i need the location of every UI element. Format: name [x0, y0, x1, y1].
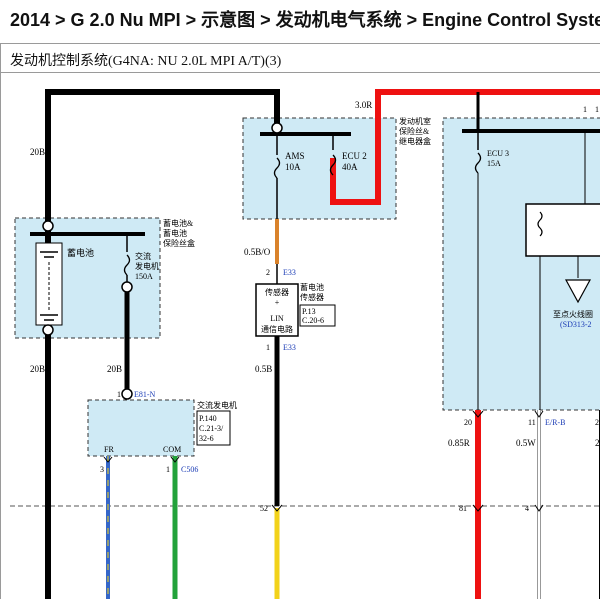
- sensor-box-line-1: 传感器: [265, 287, 289, 297]
- splice-4: 4: [525, 504, 529, 513]
- label-wire-085r: 0.85R: [448, 438, 470, 448]
- engine-fuse-box-name-2: 保险丝&: [399, 126, 430, 136]
- label-wire-05bo: 0.5B/O: [244, 247, 271, 257]
- alternator-connector: E81-N: [134, 390, 156, 399]
- battery-sensor-box: [255, 283, 299, 337]
- right-pin-20: 20: [464, 418, 472, 427]
- label-wire-20b-alt: 20B: [107, 364, 122, 374]
- right-pin-2: 2: [595, 418, 599, 427]
- fuse-ecu2-rating: 40A: [342, 162, 358, 172]
- ignition-coil-label-2: (SD313-2: [560, 320, 592, 329]
- alternator-ref-box: [196, 410, 231, 446]
- ignition-coil-arrow-icon: [564, 279, 592, 304]
- fuse-ecu2-name: ECU 2: [342, 151, 367, 161]
- alternator-com-label: COM: [163, 445, 181, 454]
- terminal-engine-top: [271, 122, 283, 134]
- wire-20b-main: [45, 89, 280, 599]
- sensor-pin-top: 2: [266, 268, 270, 277]
- alternator-ref-3: 32-6: [199, 434, 214, 443]
- label-wire-20b-mid: 20B: [30, 364, 45, 374]
- label-wire-05w: 0.5W: [516, 438, 536, 448]
- fuse-alternator-name-2: 发电机: [135, 261, 159, 271]
- relay-box: [525, 203, 600, 257]
- splice-81: 81: [459, 504, 467, 513]
- sensor-box-line-2: +: [275, 298, 280, 307]
- right-module-box: [442, 117, 600, 411]
- battery-fuse-box-name-1: 蓄电池&: [163, 218, 194, 228]
- alternator-pin-com: 1: [166, 465, 170, 474]
- alternator-name: 交流发电机: [197, 400, 237, 410]
- fuse-ecu2-symbol: [329, 154, 337, 176]
- sensor-pin-bottom: 1: [266, 343, 270, 352]
- label-wire-20b-top: 20B: [30, 147, 45, 157]
- alternator-ref-1: P.140: [199, 414, 217, 423]
- label-wire-05b: 0.5B: [255, 364, 272, 374]
- breadcrumb: 2014 > G 2.0 Nu MPI > 示意图 > 发动机电气系统 > En…: [10, 10, 600, 30]
- alternator-fr-label: FR: [104, 445, 114, 454]
- alternator-pin: 1: [117, 390, 121, 399]
- sensor-name-1: 蓄电池: [300, 282, 324, 292]
- sensor-box-line-3: LIN: [270, 314, 284, 323]
- title-divider: [0, 72, 600, 73]
- diagram-title: 发动机控制系统(G4NA: NU 2.0L MPI A/T)(3): [10, 54, 282, 69]
- fuse-ecu3-name: ECU 3: [487, 149, 509, 158]
- fuse-alternator-rating: 150A: [135, 272, 153, 281]
- engine-fuse-box-name-1: 发动机室: [399, 116, 431, 126]
- right-top-pin-1: 1: [583, 105, 587, 114]
- alternator-box: [87, 399, 195, 457]
- label-wire-30r: 3.0R: [355, 100, 372, 110]
- label-wire-right: 2: [595, 438, 600, 448]
- fuse-ecu3-rating: 15A: [487, 159, 501, 168]
- alternator-pin-fr: 3: [100, 465, 104, 474]
- sensor-name-2: 传感器: [300, 292, 324, 302]
- battery-label: 蓄电池: [67, 247, 94, 258]
- relay-coil-symbol: [537, 211, 543, 237]
- fuse-alternator-name-1: 交流: [135, 251, 151, 261]
- right-connector-11: E/R-B: [545, 418, 565, 427]
- fuse-ams-rating: 10A: [285, 162, 301, 172]
- fuse-ams-symbol: [273, 157, 281, 179]
- right-pin-11: 11: [528, 418, 536, 427]
- fuse-ecu3-symbol: [474, 152, 482, 174]
- sensor-ref-2: C.20-6: [302, 316, 324, 325]
- alternator-ref-2: C.21-3/: [199, 424, 224, 433]
- splice-52: 52: [260, 504, 268, 513]
- alternator-connector-bottom: C506: [181, 465, 198, 474]
- diagram-panel: [0, 43, 600, 599]
- sensor-ref-1: P.13: [302, 307, 316, 316]
- fuse-alternator-symbol: [123, 254, 131, 276]
- battery-fuse-box-name-2: 蓄电池: [163, 228, 187, 238]
- sensor-connector-top: E33: [283, 268, 296, 277]
- right-top-pin-2: 1: [595, 105, 599, 114]
- wire-30r: [330, 89, 600, 205]
- sensor-connector-bottom: E33: [283, 343, 296, 352]
- engine-fuse-box-name-3: 继电器盒: [399, 136, 431, 146]
- fuse-ams-name: AMS: [285, 151, 305, 161]
- battery-sensor-ref-box: [299, 304, 336, 327]
- battery-fuse-box-name-3: 保险丝盒: [163, 238, 195, 248]
- sensor-box-line-4: 通信电路: [261, 324, 293, 334]
- ignition-coil-label-1: 至点火线圈: [553, 309, 593, 319]
